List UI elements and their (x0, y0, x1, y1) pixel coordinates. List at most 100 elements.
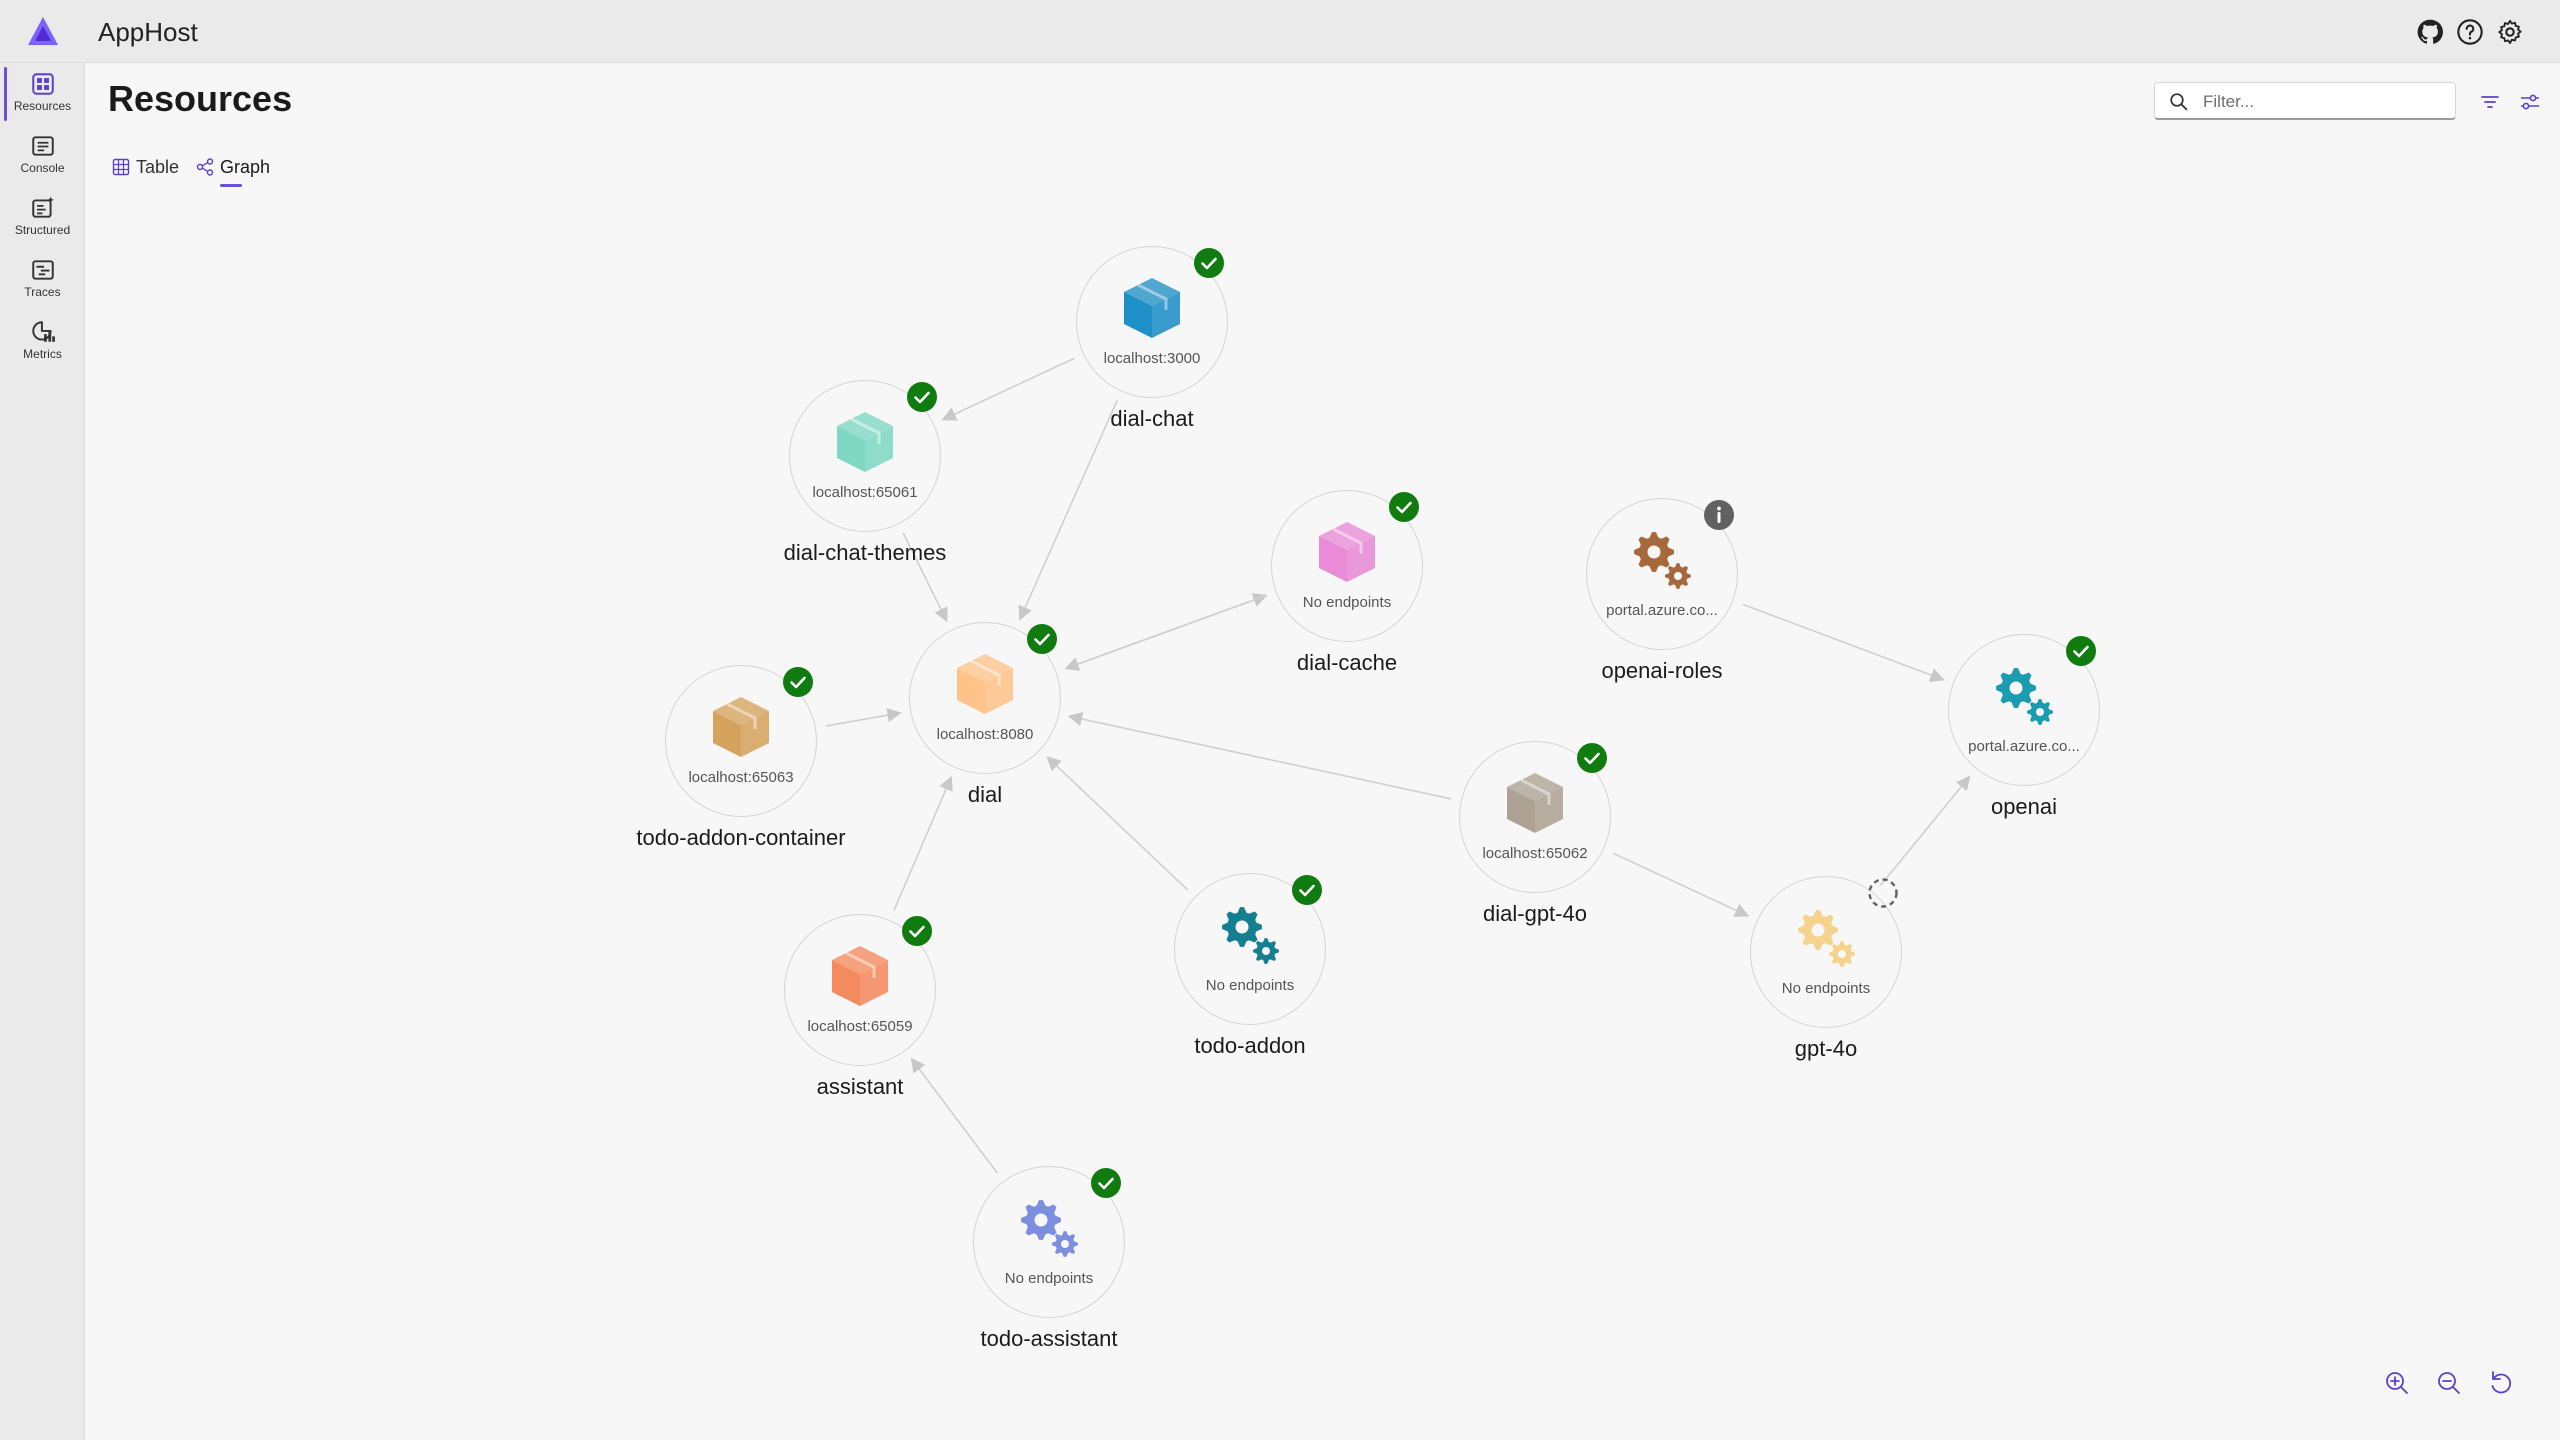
graph-edges (825, 357, 1971, 1174)
sidebar-item-structured[interactable]: Structured (0, 189, 85, 247)
node-endpoint[interactable]: localhost:65063 (688, 769, 794, 786)
resource-node-todo-addon[interactable]: No endpoints todo-addon (1174, 873, 1326, 1058)
zoom-in-icon[interactable] (2382, 1368, 2412, 1398)
container-icon (829, 406, 901, 478)
container-icon (1311, 516, 1383, 588)
settings-icon[interactable] (2496, 18, 2524, 46)
resource-node-dial-chat[interactable]: localhost:3000 dial-chat (1076, 246, 1228, 431)
node-endpoint[interactable]: localhost:65061 (812, 484, 918, 501)
status-info-icon (1702, 498, 1736, 532)
node-endpoint[interactable]: localhost:8080 (936, 726, 1034, 743)
status-running-icon (1025, 622, 1059, 656)
console-icon (30, 133, 56, 159)
azure-resource-icon (1626, 524, 1698, 596)
node-endpoint[interactable]: localhost:65062 (1482, 845, 1588, 862)
status-running-icon (2064, 634, 2098, 668)
status-running-icon (1192, 246, 1226, 280)
status-running-icon (1575, 741, 1609, 775)
sidebar-item-label: Resources (13, 99, 72, 113)
status-pending-icon (1866, 876, 1900, 910)
container-icon (1499, 767, 1571, 839)
node-name: todo-assistant (980, 1326, 1118, 1351)
resource-node-todo-assistant[interactable]: No endpoints todo-assistant (973, 1166, 1125, 1351)
status-running-icon (900, 914, 934, 948)
filter-box[interactable] (2154, 82, 2456, 120)
title-bar: AppHost (0, 0, 2560, 63)
graph-edge-gpt-4o-to-openai (1879, 775, 1971, 886)
graph-edge-dial-chat-to-dial (1018, 400, 1118, 621)
sidebar-item-metrics[interactable]: Metrics (0, 313, 85, 371)
node-endpoint: No endpoints (1205, 977, 1295, 994)
node-endpoint[interactable]: portal.azure.co... (1606, 602, 1718, 619)
status-running-icon (905, 380, 939, 414)
graph-edge-dial-chat-themes-to-dial (902, 532, 948, 623)
node-endpoint[interactable]: localhost:3000 (1103, 350, 1201, 367)
node-name: assistant (816, 1074, 904, 1099)
node-endpoint: No endpoints (1781, 980, 1871, 997)
status-running-icon (1387, 490, 1421, 524)
resource-node-openai[interactable]: portal.azure.co... openai (1948, 634, 2100, 819)
status-running-icon (781, 665, 815, 699)
resource-graph[interactable]: localhost:3000 dial-chat localhost:65061 di… (86, 200, 2560, 1440)
resource-node-todo-addon-container[interactable]: localhost:65063 todo-addon-container (636, 665, 846, 850)
table-icon (112, 158, 130, 176)
filter-icon[interactable] (2476, 88, 2504, 116)
filter-input[interactable] (2201, 89, 2445, 115)
node-name: todo-addon (1194, 1033, 1306, 1058)
resource-node-assistant[interactable]: localhost:65059 assistant (784, 914, 936, 1099)
container-icon (1116, 272, 1188, 344)
zoom-out-icon[interactable] (2434, 1368, 2464, 1398)
sidebar-item-resources[interactable]: Resources (0, 65, 85, 123)
resource-node-gpt-4o[interactable]: No endpoints gpt-4o (1750, 876, 1902, 1061)
node-name: dial-chat-themes (783, 540, 947, 565)
graph-edge-todo-addon-container-to-dial (825, 708, 902, 727)
reset-view-icon[interactable] (2486, 1368, 2516, 1398)
tab-label: Table (136, 157, 180, 177)
structured-icon (30, 195, 56, 221)
metrics-icon (30, 319, 56, 345)
graph-edge-todo-assistant-to-assistant (910, 1057, 999, 1174)
node-name: openai (1990, 794, 2058, 819)
help-icon[interactable] (2456, 18, 2484, 46)
node-endpoint[interactable]: portal.azure.co... (1968, 738, 2080, 755)
node-endpoint[interactable]: localhost:65059 (807, 1018, 913, 1035)
container-icon (949, 648, 1021, 720)
status-running-icon (1290, 873, 1324, 907)
node-name: dial-chat (1110, 406, 1194, 431)
github-icon[interactable] (2416, 18, 2444, 46)
container-icon (824, 940, 896, 1012)
node-endpoint: No endpoints (1004, 1270, 1094, 1287)
sidebar-item-console[interactable]: Console (0, 127, 85, 185)
node-name: dial (967, 782, 1003, 807)
graph-icon (196, 158, 214, 176)
aspire-logo-icon[interactable] (27, 16, 59, 46)
traces-icon (30, 257, 56, 283)
azure-resource-icon (1214, 899, 1286, 971)
node-name: openai-roles (1601, 658, 1723, 683)
graph-edge-assistant-to-dial (893, 775, 953, 912)
sidebar: Resources Console Structured Traces Metr… (0, 63, 85, 1440)
resource-node-dial[interactable]: localhost:8080 dial (909, 622, 1061, 807)
node-endpoint: No endpoints (1302, 594, 1392, 611)
graph-edge-todo-addon-to-dial (1046, 756, 1189, 891)
azure-resource-icon (1790, 902, 1862, 974)
sidebar-item-label: Metrics (23, 347, 62, 361)
resource-node-openai-roles[interactable]: portal.azure.co... openai-roles (1586, 498, 1738, 683)
node-name: todo-addon-container (636, 825, 846, 850)
azure-resource-icon (1988, 660, 2060, 732)
node-circle (1174, 873, 1326, 1025)
graph-edge-dial-cache-to-dial (1064, 594, 1267, 671)
container-icon (705, 691, 777, 763)
status-running-icon (1089, 1166, 1123, 1200)
resource-node-dial-chat-themes[interactable]: localhost:65061 dial-chat-themes (784, 380, 946, 565)
settings-sliders-icon[interactable] (2516, 88, 2544, 116)
sidebar-item-traces[interactable]: Traces (0, 251, 85, 309)
active-tab-indicator (220, 184, 242, 187)
tab-label: Graph (220, 157, 271, 177)
node-name: gpt-4o (1794, 1036, 1858, 1061)
sidebar-item-label: Structured (14, 223, 71, 237)
sidebar-item-label: Console (20, 161, 65, 175)
page-title: Resources (108, 78, 293, 119)
